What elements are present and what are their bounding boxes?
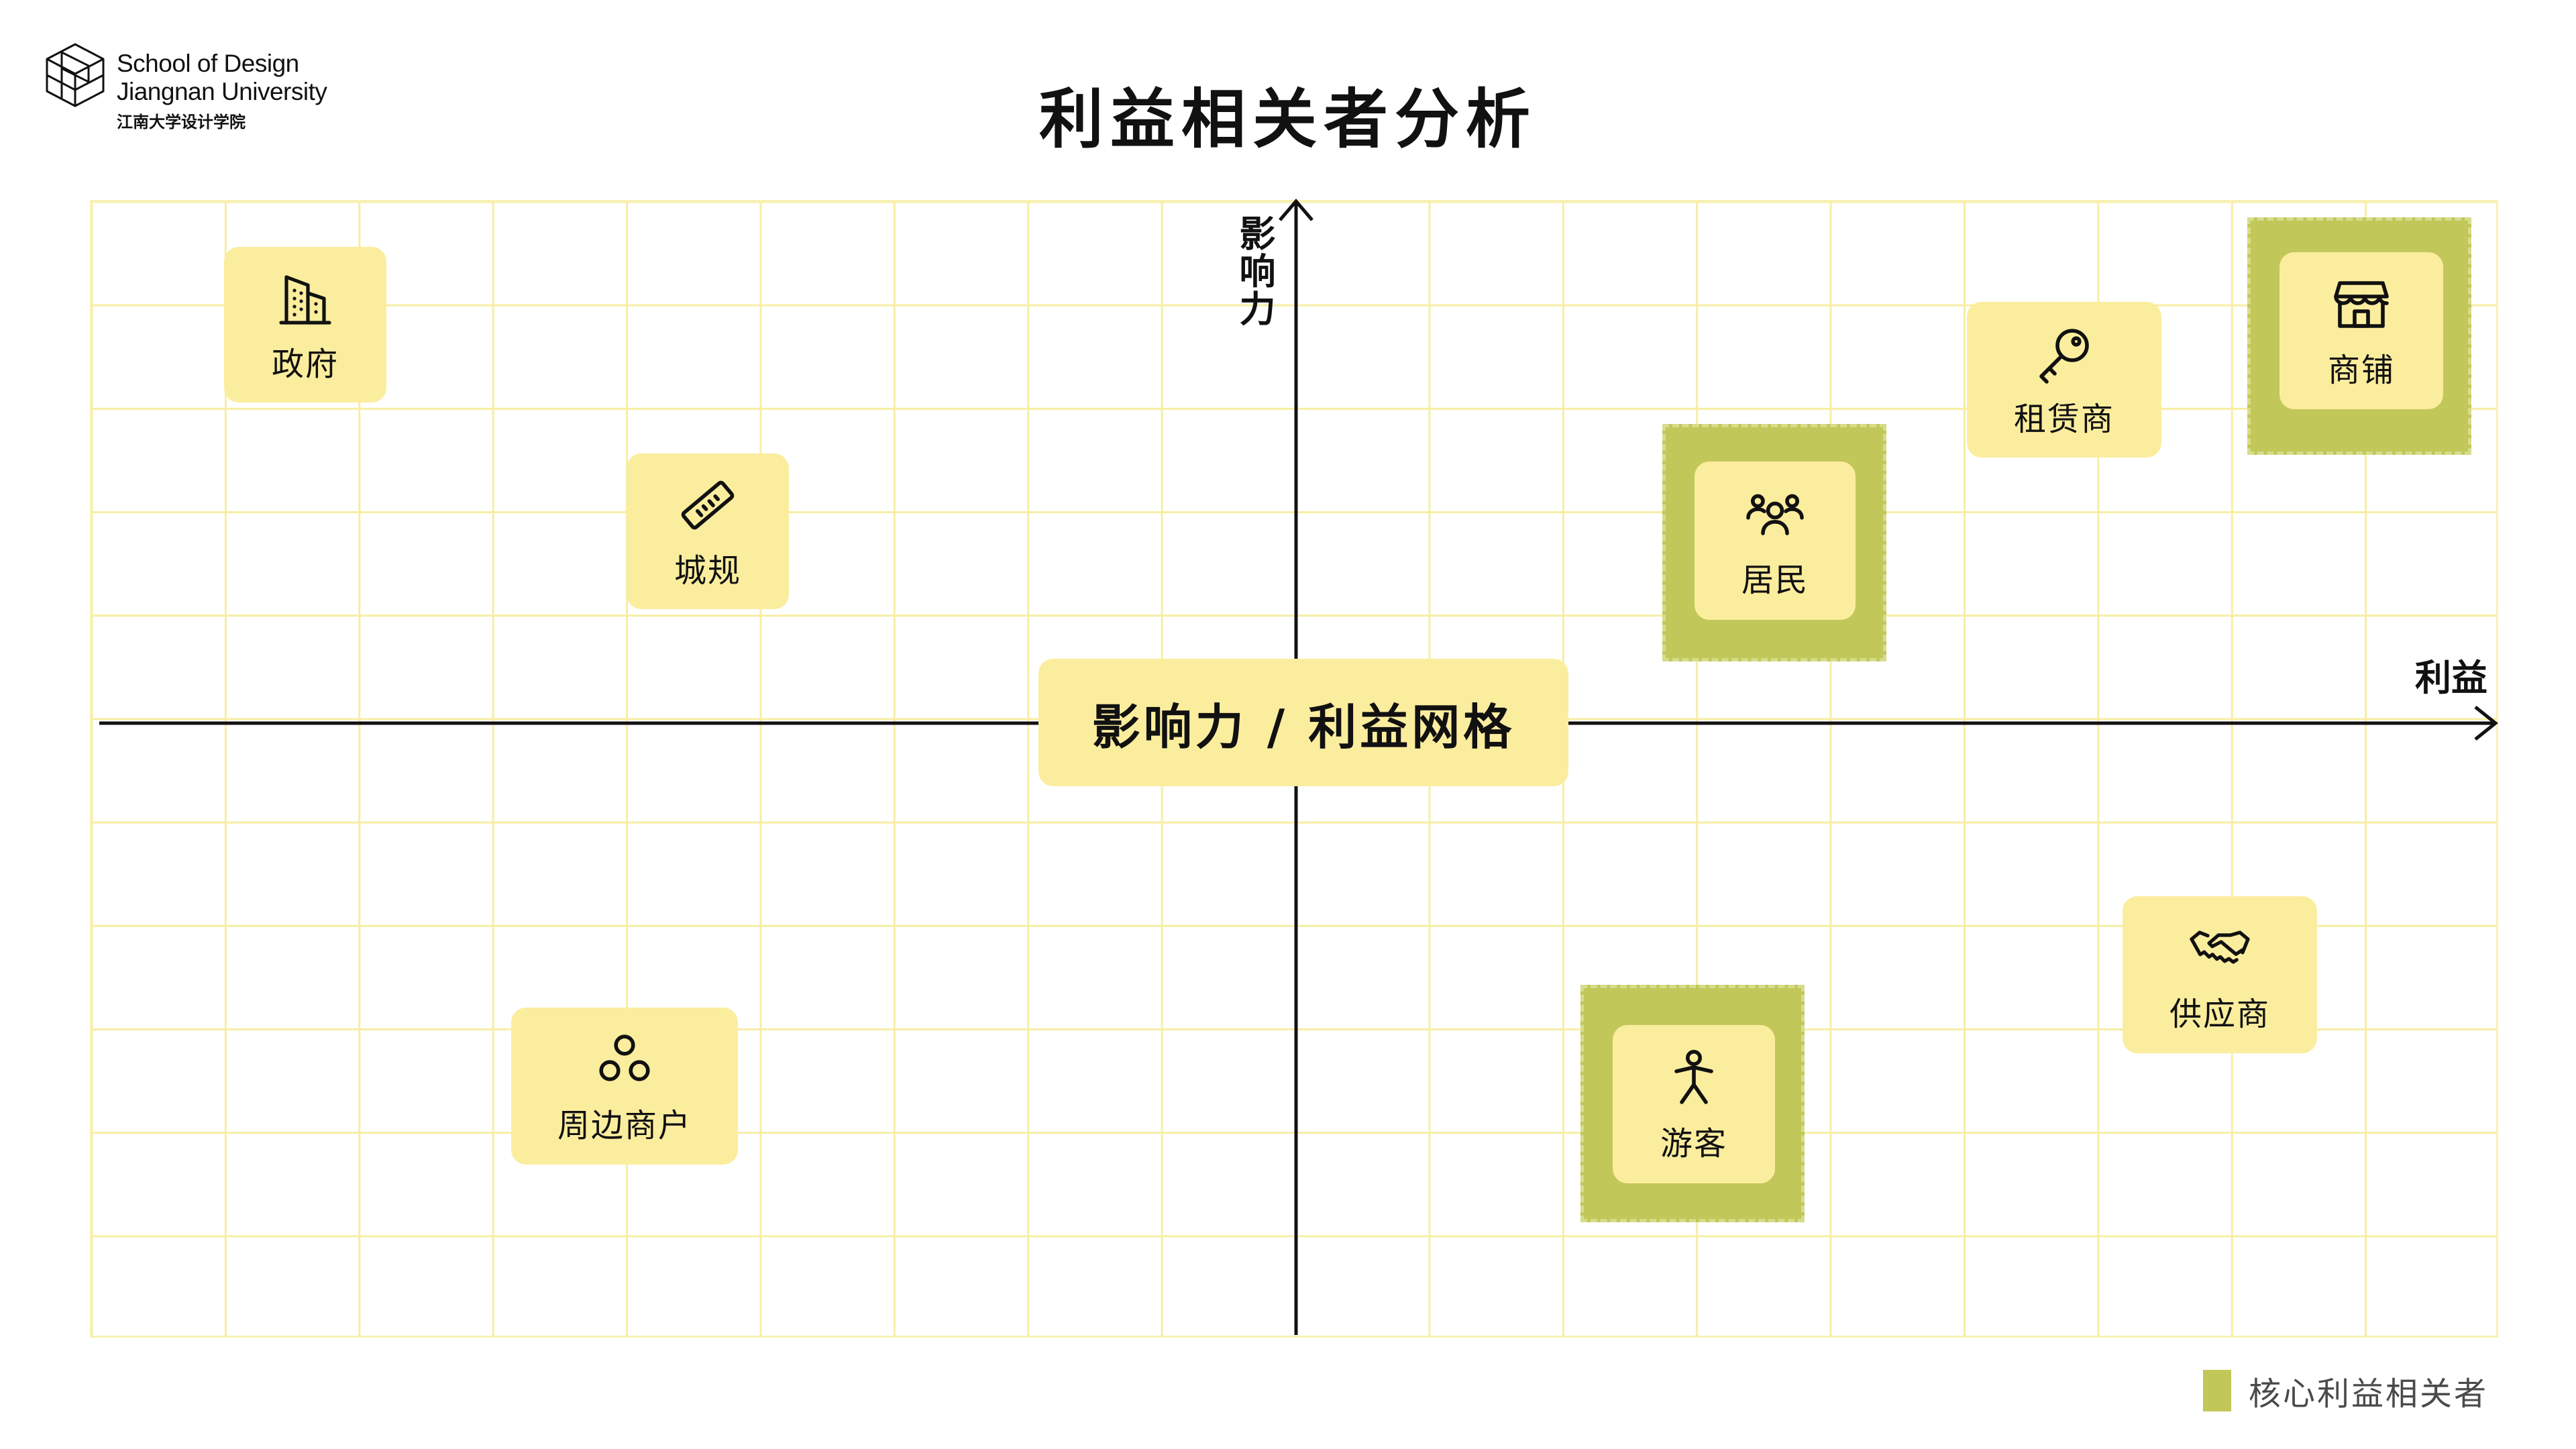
logo-text-cn: 江南大学设计学院 <box>117 113 246 131</box>
stakeholder-label: 供应商 <box>2169 996 2270 1033</box>
legend-label-core: 核心利益相关者 <box>2249 1375 2489 1413</box>
legend: 核心利益相关者 <box>2203 1367 2488 1414</box>
stakeholder-card-suppliers[interactable]: 供应商 <box>2123 896 2317 1053</box>
stakeholder-card-tourists[interactable]: 游客 <box>1613 1025 1775 1183</box>
stakeholder-label: 周边商户 <box>557 1107 692 1144</box>
stakeholder-card-lessor[interactable]: 租赁商 <box>1967 302 2161 458</box>
storefront-icon <box>2334 281 2389 328</box>
logo-text-en-line1: School of Design <box>117 50 299 77</box>
ruler-icon <box>681 480 735 530</box>
stakeholder-label: 商铺 <box>2327 352 2395 389</box>
grid-center-label: 影响力 / 利益网格 <box>1038 659 1568 786</box>
building-icon <box>279 275 331 325</box>
stakeholder-label: 居民 <box>1741 561 1809 599</box>
y-axis-arrow <box>1279 199 1313 221</box>
logo-text-en-line2: Jiangnan University <box>117 78 327 105</box>
stakeholder-label: 城规 <box>674 552 741 590</box>
stakeholder-card-nearby[interactable]: 周边商户 <box>511 1008 738 1165</box>
key-icon <box>2039 329 2089 384</box>
stakeholder-label: 游客 <box>1660 1125 1727 1163</box>
x-axis-arrow <box>2474 706 2499 741</box>
stakeholder-card-government[interactable]: 政府 <box>224 247 386 402</box>
stakeholder-label: 政府 <box>271 345 339 383</box>
person-icon <box>1674 1050 1713 1104</box>
circles-icon <box>599 1034 650 1081</box>
handshake-icon <box>2190 930 2250 964</box>
stakeholder-card-residents[interactable]: 居民 <box>1695 462 1856 620</box>
group-icon <box>1746 494 1804 535</box>
legend-swatch-core <box>2203 1370 2231 1411</box>
page-title: 利益相关者分析 <box>1039 81 1537 157</box>
stakeholder-label: 租赁商 <box>2013 400 2114 438</box>
cube-logo-icon <box>46 43 105 107</box>
x-axis-label: 利益 <box>2415 656 2487 699</box>
stakeholder-card-shops[interactable]: 商铺 <box>2279 252 2443 409</box>
y-axis-label: 影响力 <box>1233 215 1276 327</box>
stakeholder-card-planning[interactable]: 城规 <box>627 453 789 609</box>
